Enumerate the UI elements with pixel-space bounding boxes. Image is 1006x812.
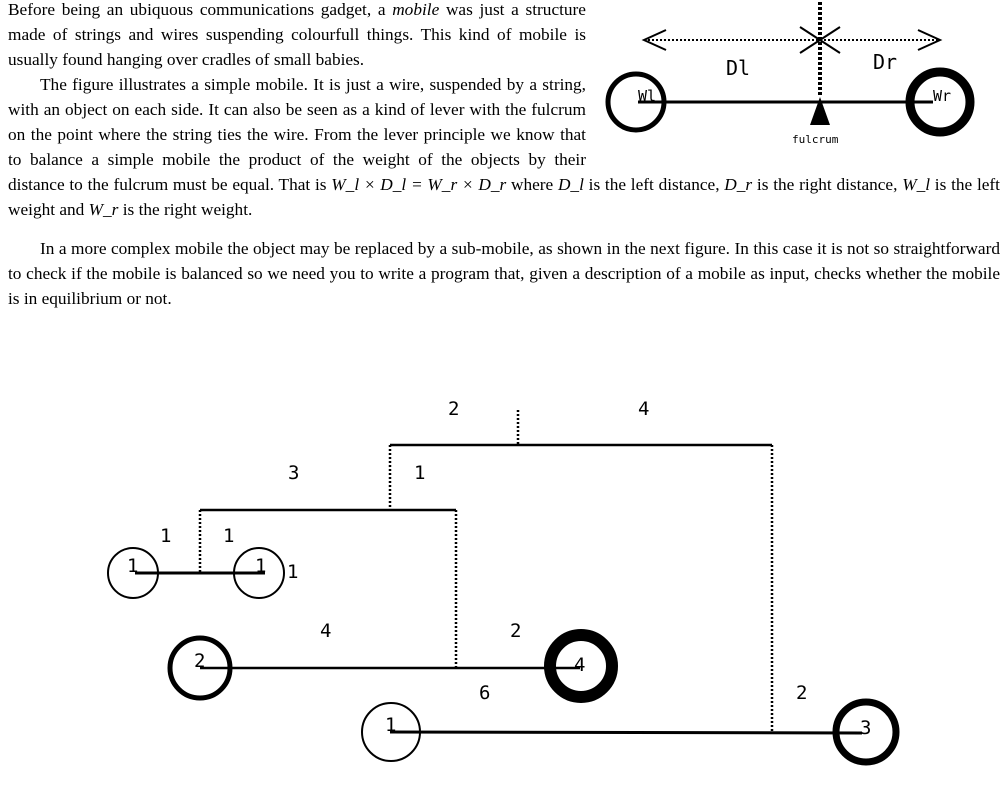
distance-label: 2 — [796, 682, 807, 704]
weight-label: 2 — [194, 650, 205, 672]
distance-label: 1 — [223, 525, 234, 547]
dl-label: Dl — [726, 56, 750, 80]
paragraph-complex: In a more complex mobile the object may … — [8, 239, 1000, 308]
dr-label: Dr — [873, 50, 897, 74]
weight-label: 4 — [574, 654, 585, 676]
distance-label: 1 — [414, 462, 425, 484]
weight-label: 1 — [127, 555, 138, 577]
distance-label: 1 — [160, 525, 171, 547]
weight-label: 1 — [385, 714, 396, 736]
wr-label: Wr — [933, 87, 951, 105]
distance-label: 3 — [288, 462, 299, 484]
fulcrum-icon — [810, 97, 830, 125]
distance-label: 2 — [510, 620, 521, 642]
wl-label: Wl — [638, 87, 656, 105]
problem-statement: Dl Dr Wl Wr fulcrum Before being an ubiq… — [8, 0, 1000, 311]
paragraph-lever: The figure illustrates a simple mobile. … — [8, 75, 1000, 219]
right-weight-circle — [905, 67, 975, 137]
weight-label: 3 — [860, 717, 871, 739]
distance-label: 6 — [479, 682, 490, 704]
distance-label: 2 — [448, 400, 459, 420]
complex-mobile-figure: 2 4 3 1 1 1 1 1 1 4 2 2 4 6 2 1 3 — [107, 400, 900, 766]
left-weight-circle — [605, 71, 667, 133]
weight-label: 1 — [287, 561, 298, 583]
weight-label: 1 — [255, 555, 266, 577]
distance-label: 4 — [638, 400, 649, 420]
simple-mobile-figure: Dl Dr Wl Wr fulcrum — [605, 0, 975, 146]
paragraph-intro: Before being an ubiquous communications … — [8, 0, 586, 69]
distance-label: 4 — [320, 620, 331, 642]
fulcrum-label: fulcrum — [792, 133, 839, 146]
